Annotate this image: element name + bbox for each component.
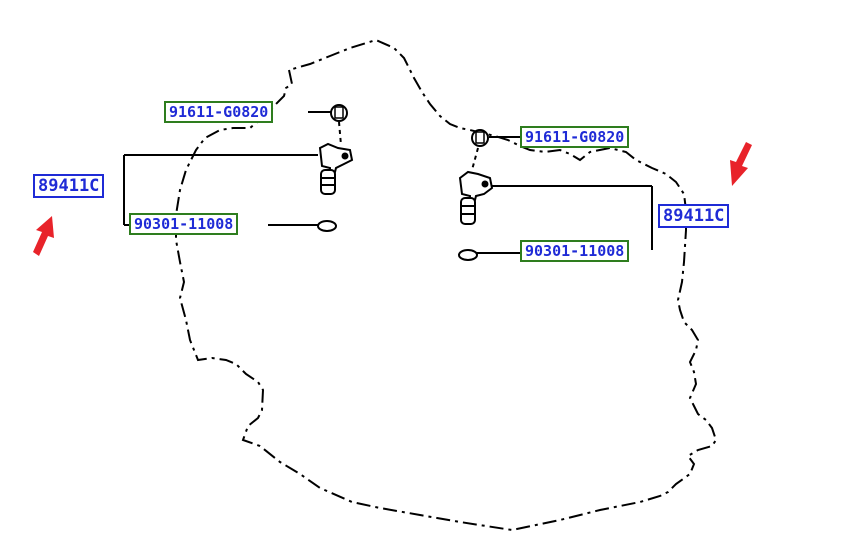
right-sensor-leaders	[471, 136, 653, 254]
transmission-housing-outline	[175, 38, 718, 532]
left-o-ring-icon	[317, 220, 337, 232]
right-sensor-part-number[interactable]: 89411C	[658, 204, 730, 228]
right-bolt-part-number[interactable]: 91611-G0820	[520, 126, 630, 148]
left-red-arrow-icon	[33, 216, 54, 256]
left-sensor-part-number[interactable]: 89411C	[33, 174, 105, 198]
left-speed-sensor-icon	[318, 142, 354, 195]
left-o-ring-part-number[interactable]: 90301-11008	[129, 213, 239, 235]
right-speed-sensor-icon	[458, 170, 494, 225]
right-o-ring-icon	[458, 249, 478, 261]
left-sensor-leaders	[123, 111, 342, 226]
left-bolt-part-number[interactable]: 91611-G0820	[164, 101, 274, 123]
right-o-ring-part-number[interactable]: 90301-11008	[520, 240, 630, 262]
right-bolt-icon	[471, 129, 489, 147]
right-red-arrow-icon	[730, 142, 752, 186]
left-bolt-icon	[330, 104, 348, 122]
